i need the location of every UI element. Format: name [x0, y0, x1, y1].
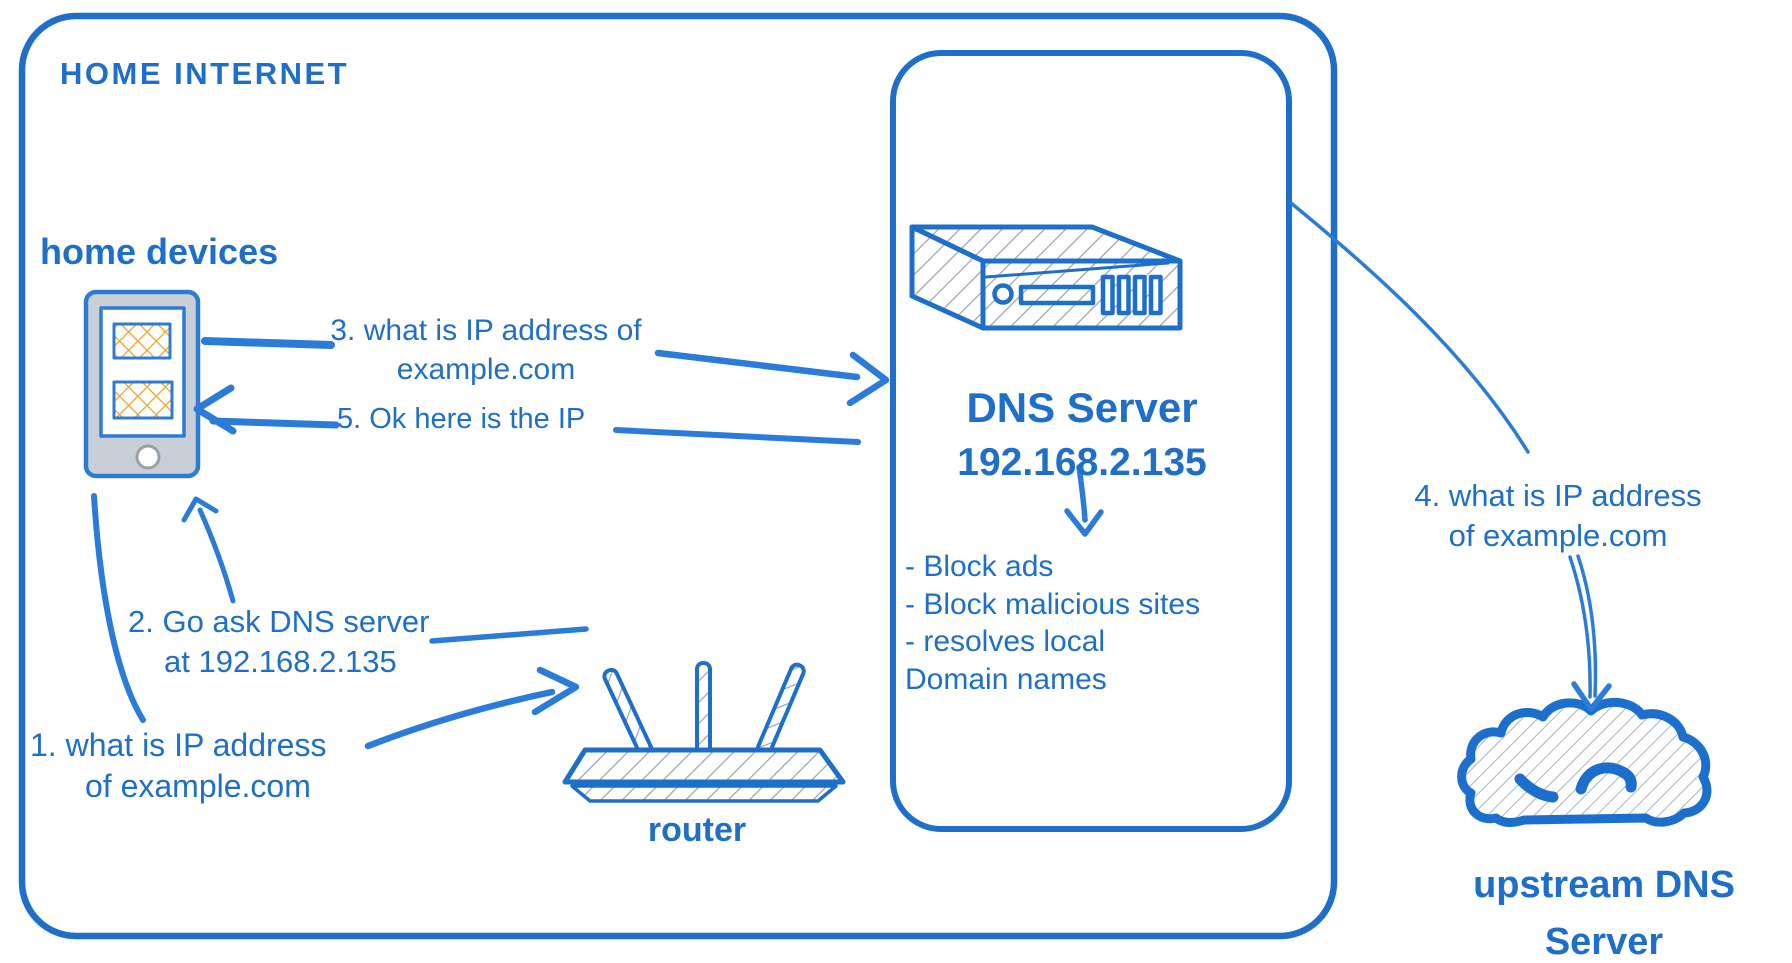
msg4-line1: 4. what is IP address: [1414, 478, 1702, 513]
home-devices-label: home devices: [40, 231, 279, 272]
phone-query-curve-icon: [91, 493, 146, 723]
dns-server-name: DNS Server: [966, 384, 1198, 431]
dns-server-box: [890, 50, 1292, 832]
msg5-label: 5. Ok here is the IP: [337, 403, 586, 435]
dns-feature-list: - Block ads - Block malicious sites - re…: [905, 548, 1200, 698]
router-label: router: [647, 811, 747, 849]
msg2-line2: at 192.168.2.135: [164, 644, 397, 679]
phone-icon: [83, 289, 201, 479]
dns-feature-block-malicious: - Block malicious sites: [905, 587, 1201, 621]
router-icon: [562, 661, 846, 803]
dns-features-arrow-icon: [1064, 464, 1104, 537]
msg3-line2: example.com: [396, 353, 576, 386]
msg2-line1: 2. Go ask DNS server: [128, 604, 430, 639]
msg1-line1: 1. what is IP address: [30, 727, 327, 763]
dns-feature-domain-names: Domain names: [905, 662, 1107, 696]
dns-feature-block-ads: - Block ads: [905, 550, 1054, 583]
arrow-msg4-to-cloud-icon: [1568, 554, 1612, 712]
upstream-dns-line2: Server: [1544, 921, 1664, 963]
msg4-label: 4. what is IP address of example.com: [1380, 476, 1736, 556]
arrow-msg5-to-phone-icon: [193, 384, 861, 445]
arrow-msg1-to-router-icon: [364, 666, 580, 750]
msg4-line2: of example.com: [1448, 518, 1668, 553]
server-icon: [909, 224, 1183, 331]
msg1-line2: of example.com: [85, 768, 311, 804]
dns-server-ip: 192.168.2.135: [957, 441, 1207, 484]
upstream-dns-line1: upstream DNS: [1473, 864, 1735, 906]
home-internet-box: [18, 12, 1338, 940]
dns-to-msg4-curve-icon: [1289, 201, 1530, 454]
upstream-dns-label: upstream DNS Server: [1444, 857, 1764, 963]
home-internet-title: HOME INTERNET: [60, 56, 350, 91]
cloud-icon: [1457, 697, 1712, 827]
arrow-msg2-to-phone-icon: [181, 496, 236, 604]
dns-feature-resolves-local: - resolves local: [905, 625, 1106, 658]
msg3-label: 3. what is IP address of example.com: [312, 311, 660, 389]
msg2-to-router-line-icon: [429, 626, 589, 644]
msg3-line1: 3. what is IP address of: [330, 314, 642, 347]
arrow-msg3-to-dns-icon: [201, 337, 890, 407]
